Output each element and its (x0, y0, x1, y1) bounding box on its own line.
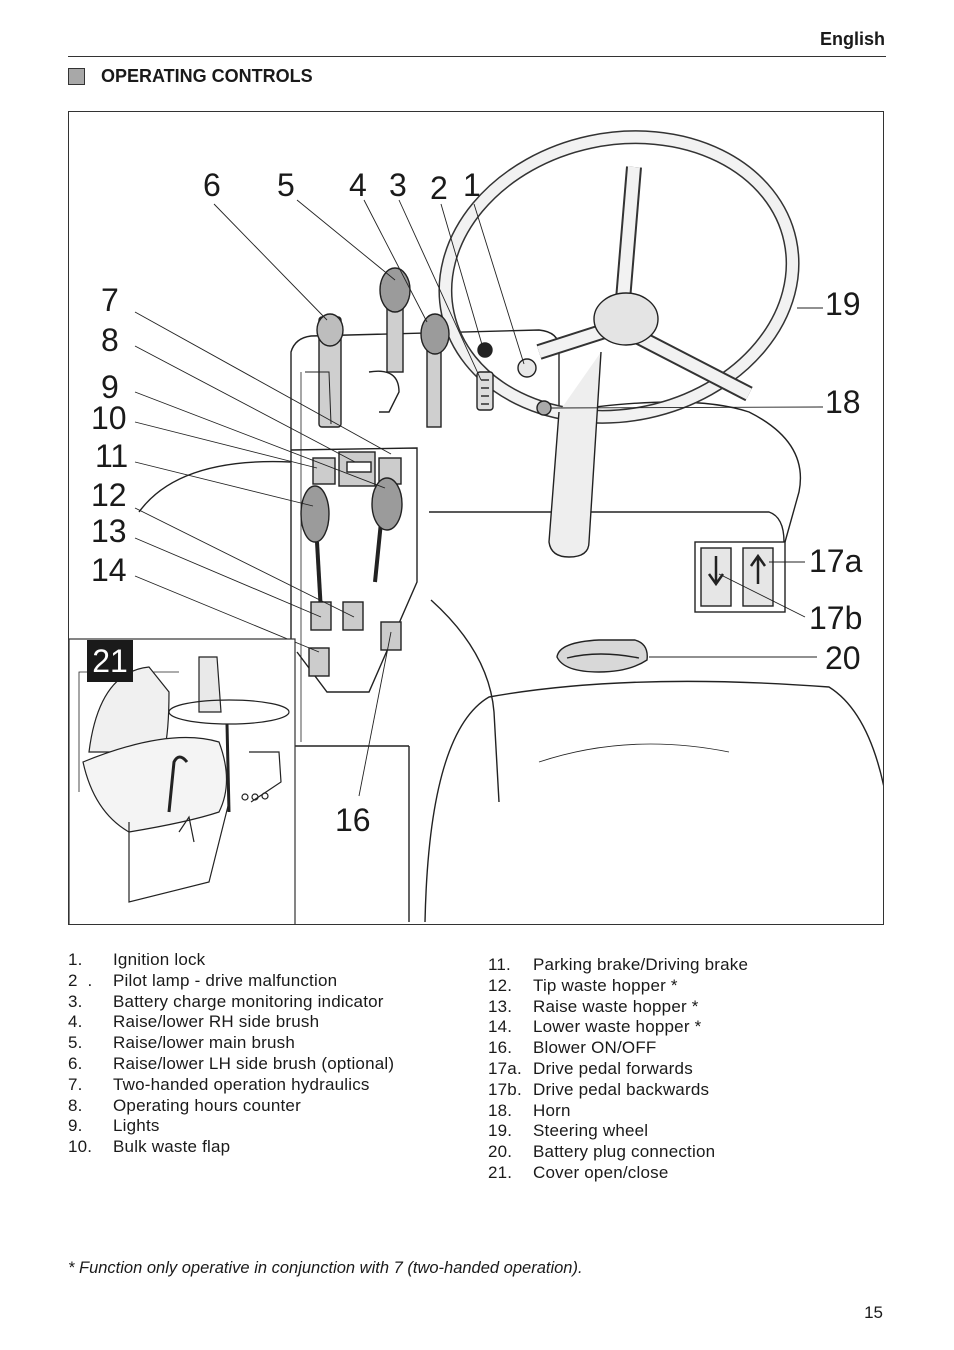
legend-number: 16. (488, 1038, 513, 1058)
callout-6: 6 (203, 167, 221, 203)
legend-text: Drive pedal forwards (533, 1058, 693, 1078)
legend-number: 17a. (488, 1058, 522, 1078)
legend-number: 11. (488, 955, 511, 974)
callout-13: 13 (91, 513, 127, 549)
legend-item: 19. Steering wheel (488, 1121, 748, 1142)
legend-number: 7. (68, 1074, 83, 1094)
legend-left: 1. Ignition lock 2 . Pilot lamp - drive mal… (68, 950, 394, 1158)
legend-item: 3. Battery charge monitoring indicator (68, 992, 394, 1013)
legend-number: 13. (488, 996, 513, 1016)
callout-2: 2 (430, 170, 448, 206)
callout-4: 4 (349, 167, 367, 203)
legend-item: 7. Two-handed operation hydraulics (68, 1075, 394, 1096)
legend-text: Drive pedal backwards (533, 1079, 710, 1099)
legend-item: 18. Horn (488, 1101, 748, 1122)
callout-19: 19 (825, 286, 861, 322)
legend-item: 4. Raise/lower RH side brush (68, 1012, 394, 1033)
operating-controls-figure: 6 5 4 3 2 1 7 8 9 10 11 12 13 14 19 18 1… (68, 111, 884, 925)
legend-text: Lower waste hopper * (533, 1017, 702, 1037)
legend-number: 10. (68, 1137, 93, 1157)
section-square-icon (68, 68, 85, 85)
legend-number: 8. (68, 1095, 83, 1115)
legend-number: 14. (488, 1017, 513, 1037)
callout-20: 20 (825, 640, 861, 676)
legend-item: 17a. Drive pedal forwards (488, 1059, 748, 1080)
callout-1: 1 (463, 167, 481, 203)
section-heading: OPERATING CONTROLS (68, 66, 313, 87)
legend-item: 6. Raise/lower LH side brush (optional) (68, 1054, 394, 1075)
language-label: English (819, 29, 885, 49)
legend-number: 2 . (68, 970, 93, 990)
legend-item: 10. Bulk waste flap (68, 1137, 394, 1158)
controls-illustration (69, 130, 883, 924)
legend-text: Raise waste hopper * (533, 996, 699, 1016)
callout-9: 9 (101, 369, 119, 405)
callout-14: 14 (91, 552, 127, 588)
callout-16: 16 (335, 802, 371, 838)
header-rule (68, 56, 886, 57)
legend-text: Parking brake/Driving brake (533, 955, 749, 974)
legend-item: 12. Tip waste hopper * (488, 976, 748, 997)
legend-text: Pilot lamp - drive malfunction (113, 970, 338, 990)
legend-text: Two-handed operation hydraulics (113, 1074, 370, 1094)
legend-text: Horn (533, 1100, 571, 1120)
legend-number: 18. (488, 1100, 513, 1120)
legend-text: Steering wheel (533, 1121, 649, 1141)
legend-number: 20. (488, 1142, 513, 1162)
legend-item: 8. Operating hours counter (68, 1096, 394, 1117)
legend-text: Bulk waste flap (113, 1137, 231, 1157)
legend-text: Ignition lock (113, 950, 206, 969)
callout-5: 5 (277, 167, 295, 203)
legend-text: Tip waste hopper * (533, 975, 678, 995)
legend-number: 4. (68, 1012, 83, 1032)
legend-number: 17b. (488, 1079, 522, 1099)
legend-item: 5. Raise/lower main brush (68, 1033, 394, 1054)
callout-12: 12 (91, 477, 127, 513)
callout-8: 8 (101, 322, 119, 358)
callout-11: 11 (95, 438, 129, 474)
legend-text: Battery plug connection (533, 1142, 716, 1162)
legend-item: 17b. Drive pedal backwards (488, 1080, 748, 1101)
legend-item: 20. Battery plug connection (488, 1142, 748, 1163)
callout-17b: 17b (809, 600, 863, 636)
legend-item: 1. Ignition lock (68, 950, 394, 971)
legend-number: 1. (68, 950, 83, 969)
legend-item: 13. Raise waste hopper * (488, 997, 748, 1018)
legend-item: 14. Lower waste hopper * (488, 1017, 748, 1038)
inset-cover-view (69, 638, 296, 924)
page-number: 15 (864, 1303, 883, 1322)
callout-3: 3 (389, 167, 407, 203)
legend-number: 12. (488, 975, 513, 995)
callout-10: 10 (91, 400, 127, 436)
legend-item: 2 . Pilot lamp - drive malfunction (68, 971, 394, 992)
legend-text: Raise/lower LH side brush (optional) (113, 1053, 395, 1073)
legend-number: 19. (488, 1121, 513, 1141)
legend-item: 16. Blower ON/OFF (488, 1038, 748, 1059)
legend-number: 9. (68, 1116, 83, 1136)
legend-item: 9. Lights (68, 1116, 394, 1137)
legend-text: Blower ON/OFF (533, 1038, 657, 1058)
legend-text: Raise/lower main brush (113, 1033, 296, 1053)
callout-21: 21 (87, 640, 133, 682)
legend-text: Cover open/close (533, 1162, 669, 1182)
callout-17a: 17a (809, 543, 863, 579)
legend-text: Lights (113, 1116, 160, 1136)
legend-number: 6. (68, 1053, 83, 1073)
legend-number: 3. (68, 991, 83, 1011)
legend-number: 21. (488, 1162, 513, 1182)
legend-item: 11. Parking brake/Driving brake (488, 955, 748, 976)
legend-right: 11. Parking brake/Driving brake 12. Tip was… (488, 955, 748, 1184)
legend-item: 21. Cover open/close (488, 1163, 748, 1184)
legend-text: Raise/lower RH side brush (113, 1012, 320, 1032)
legend-text: Battery charge monitoring indicator (113, 991, 384, 1011)
section-title: OPERATING CONTROLS (101, 66, 313, 86)
footnote: * Function only operative in conjunction… (68, 1259, 583, 1277)
legend-number: 5. (68, 1033, 83, 1053)
callout-7: 7 (101, 282, 119, 318)
legend-text: Operating hours counter (113, 1095, 301, 1115)
callout-18: 18 (825, 384, 861, 420)
